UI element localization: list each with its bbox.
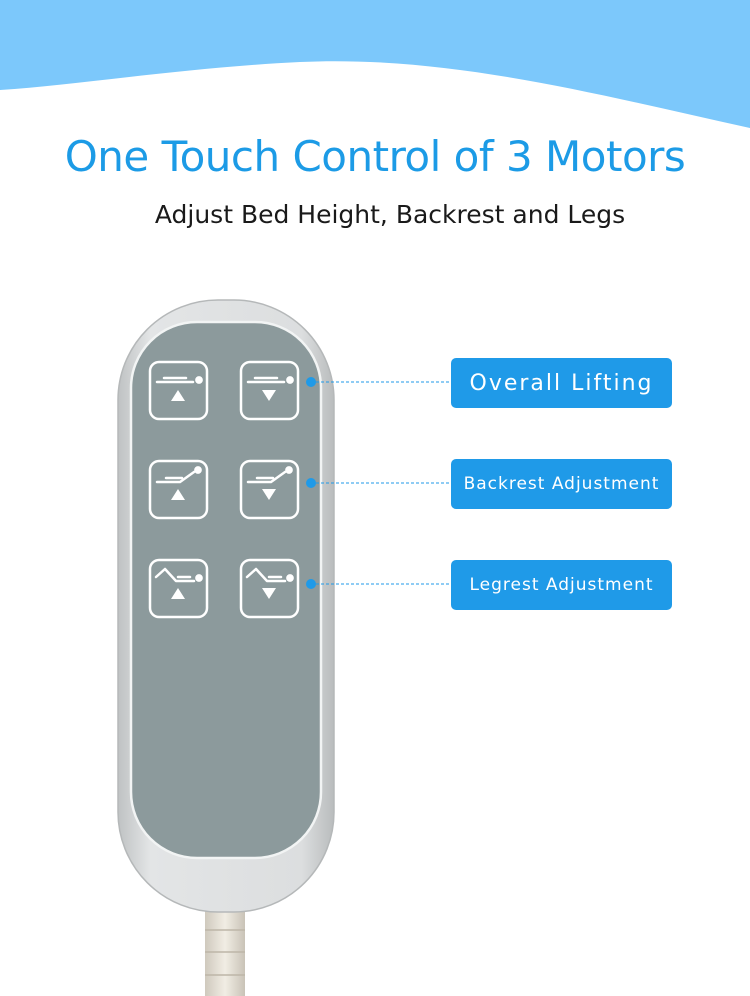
page-title: One Touch Control of 3 Motors [64, 132, 686, 181]
callout-connector-backrest [306, 478, 451, 488]
legrest-down-button[interactable] [239, 558, 300, 619]
overall-lifting-down-button[interactable] [239, 360, 300, 421]
backrest-up-button[interactable] [148, 459, 209, 520]
legrest-adjustment-label: Legrest Adjustment [451, 560, 672, 610]
callout-connector-overall-lifting [306, 377, 451, 387]
flat-bed-icon [155, 376, 203, 384]
backrest-down-button[interactable] [239, 459, 300, 520]
up-arrow-icon [171, 588, 185, 599]
legrest-icon [245, 567, 294, 583]
legrest-up-button[interactable] [148, 558, 209, 619]
callout-connector-legrest [306, 579, 451, 589]
down-arrow-icon [262, 390, 276, 401]
overall-lifting-up-button[interactable] [148, 360, 209, 421]
flat-bed-icon [246, 376, 294, 384]
overall-lifting-label: Overall Lifting [451, 358, 672, 408]
up-arrow-icon [171, 489, 185, 500]
backrest-adjustment-label: Backrest Adjustment [451, 459, 672, 509]
page-subtitle: Adjust Bed Height, Backrest and Legs [154, 200, 626, 229]
backrest-icon [246, 466, 293, 484]
remote-cable [205, 900, 245, 996]
down-arrow-icon [262, 588, 276, 599]
remote-face [129, 320, 323, 860]
up-arrow-icon [171, 390, 185, 401]
backrest-icon [155, 466, 202, 484]
legrest-icon [154, 567, 203, 583]
header-wave [0, 0, 750, 128]
down-arrow-icon [262, 489, 276, 500]
